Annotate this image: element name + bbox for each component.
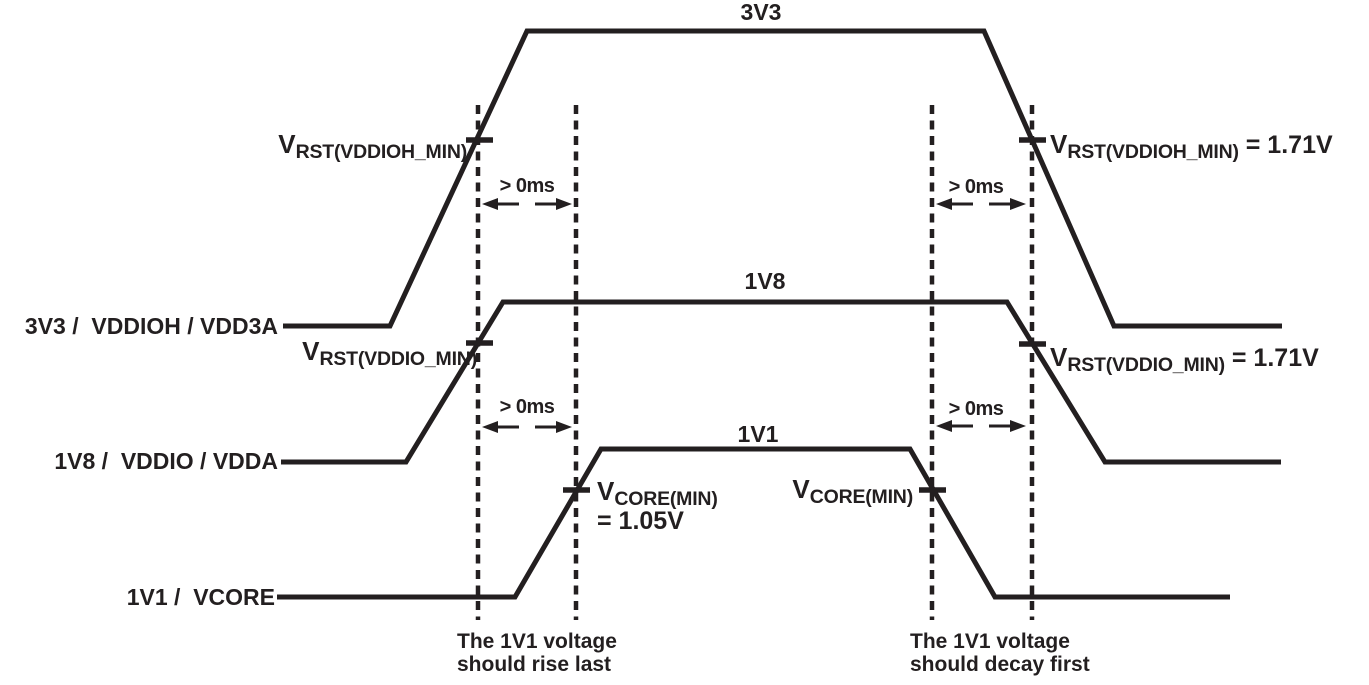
voltage-symbol: V — [1050, 129, 1068, 159]
timing-arrows-decay-top — [936, 198, 1026, 210]
vrst-vddioh-min-left-label: VRST(VDDIOH_MIN) — [278, 129, 468, 164]
rail-1v8-waveform — [281, 299, 1281, 465]
note-line-2: should rise last — [457, 653, 612, 676]
voltage-subscript: RST(VDDIO_MIN) — [1067, 354, 1225, 376]
rail-3v3-level-label: 3V3 — [740, 0, 782, 25]
voltage-subscript: RST(VDDIO_MIN) — [319, 348, 477, 370]
timing-arrows-rise-mid — [482, 421, 572, 433]
timing-arrows-decay-mid — [936, 420, 1026, 432]
voltage-symbol: V — [278, 129, 296, 159]
voltage-subscript: CORE(MIN) — [809, 486, 913, 508]
timing-0ms-rise-mid-label: > 0ms — [499, 396, 555, 418]
voltage-symbol: V — [302, 336, 320, 366]
voltage-symbol: V — [1050, 342, 1068, 372]
rail-3v3-waveform — [283, 28, 1282, 329]
voltage-subscript: CORE(MIN) — [614, 488, 718, 510]
decay-first-note: The 1V1 voltage should decay first — [910, 630, 1090, 676]
vcore-min-left-label: VCORE(MIN) = 1.05V — [597, 476, 718, 535]
vrst-vddio-min-left-label: VRST(VDDIO_MIN) — [302, 336, 477, 371]
rail-1v8-name-label: 1V8 / VDDIO / VDDA — [54, 448, 278, 474]
voltage-symbol: V — [597, 476, 615, 506]
voltage-subscript: RST(VDDIOH_MIN) — [1067, 141, 1239, 163]
vrst-vddio-min-right-label: VRST(VDDIO_MIN) = 1.71V — [1050, 342, 1319, 377]
timing-0ms-rise-top-label: > 0ms — [499, 175, 555, 197]
rail-1v1-waveform — [277, 446, 1230, 600]
note-line-1: The 1V1 voltage — [910, 630, 1070, 653]
timing-0ms-decay-top-label: > 0ms — [948, 176, 1004, 198]
rail-1v1-name-label: 1V1 / VCORE — [126, 584, 275, 610]
vrst-vddioh-min-right-label: VRST(VDDIOH_MIN) = 1.71V — [1050, 129, 1333, 164]
rise-last-note: The 1V1 voltage should rise last — [457, 630, 617, 676]
note-line-2: should decay first — [910, 653, 1090, 676]
rail-1v1-level-label: 1V1 — [737, 421, 779, 447]
rail-3v3-name-label: 3V3 / VDDIOH / VDD3A — [24, 313, 278, 339]
voltage-value: = 1.71V — [1245, 131, 1333, 159]
timing-arrows-rise-top — [482, 198, 572, 210]
vcore-min-right-label: VCORE(MIN) — [792, 474, 913, 509]
voltage-subscript: RST(VDDIOH_MIN) — [295, 141, 468, 163]
note-line-1: The 1V1 voltage — [457, 630, 617, 653]
rail-1v8-level-label: 1V8 — [744, 268, 786, 294]
timing-0ms-decay-mid-label: > 0ms — [948, 398, 1004, 420]
voltage-value: = 1.05V — [597, 507, 684, 535]
voltage-value: = 1.71V — [1231, 344, 1319, 372]
voltage-symbol: V — [792, 474, 810, 504]
